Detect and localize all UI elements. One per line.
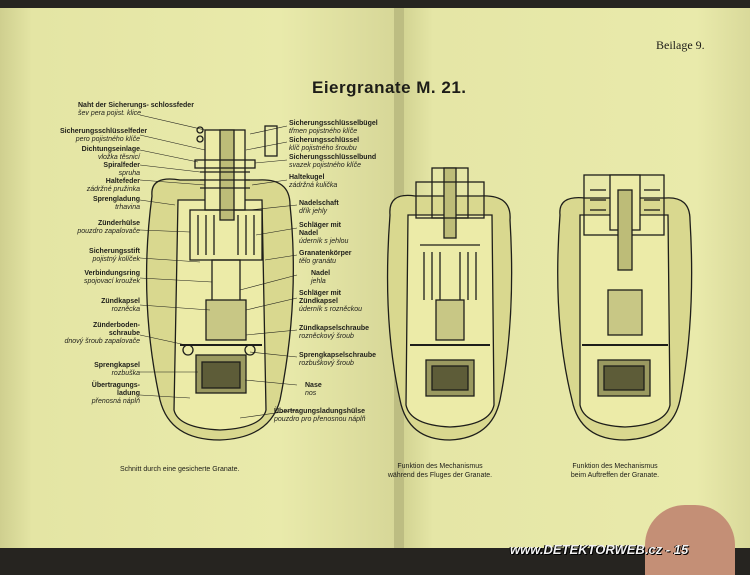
caption-on-impact: Funktion des Mechanismus beim Auftreffen… [570, 463, 660, 479]
grenade-drawings [145, 125, 693, 441]
caption-secured-grenade: Schnitt durch eine gesicherte Granate. [120, 466, 240, 473]
caption-in-flight: Funktion des Mechanismus während des Flu… [387, 463, 493, 479]
watermark: www.DETEKTORWEB.cz - 15 [510, 542, 689, 557]
page-title: Eiergranate M. 21. [312, 78, 467, 97]
appendix-label: Beilage 9. [656, 38, 705, 52]
thumb [645, 505, 735, 575]
figure-c [557, 174, 693, 441]
figure-a [145, 125, 294, 441]
figure-b [386, 167, 513, 441]
